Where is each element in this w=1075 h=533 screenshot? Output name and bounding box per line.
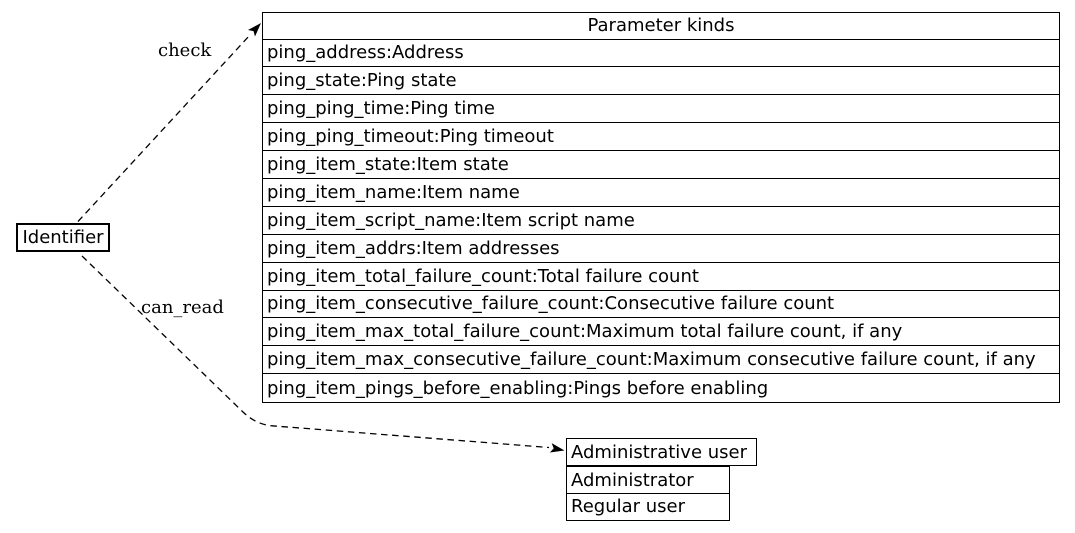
parameter-row: ping_address:Address [263,40,1059,68]
check-edge-line [77,34,251,222]
can-read-arrowhead [549,443,565,453]
check-arrowhead [247,23,261,37]
parameter-row: ping_item_pings_before_enabling:Pings be… [267,377,769,399]
parameter-row: ping_ping_time:Ping time [263,95,1059,124]
parameter-row: ping_item_consecutive_failure_count:Cons… [263,291,1059,319]
can-read-edge-line [81,255,550,449]
parameter-row: ping_item_name:Item name [263,179,1059,207]
parameter-row: ping_item_max_consecutive_failure_count:… [263,346,1059,375]
user-row: Administrator [566,466,730,494]
parameter-row: ping_item_max_total_failure_count:Maximu… [263,318,1059,347]
identifier-node: Identifier [16,223,110,252]
edge-label-check: check [158,40,212,61]
parameter-row: ping_item_addrs:Item addresses [263,235,1059,263]
parameter-kinds-title: Parameter kinds [263,13,1059,40]
admin-user-title: Administrative user [566,438,757,466]
edge-label-can-read: can_read [141,297,224,318]
parameter-row: ping_item_state:Item state [263,151,1059,179]
user-row: Regular user [566,492,730,521]
parameter-row: ping_item_script_name:Item script name [263,207,1059,235]
parameter-row: ping_state:Ping state [263,67,1059,96]
parameter-row: ping_ping_timeout:Ping timeout [263,123,1059,152]
parameter-row: ping_item_total_failure_count:Total fail… [263,263,1059,291]
